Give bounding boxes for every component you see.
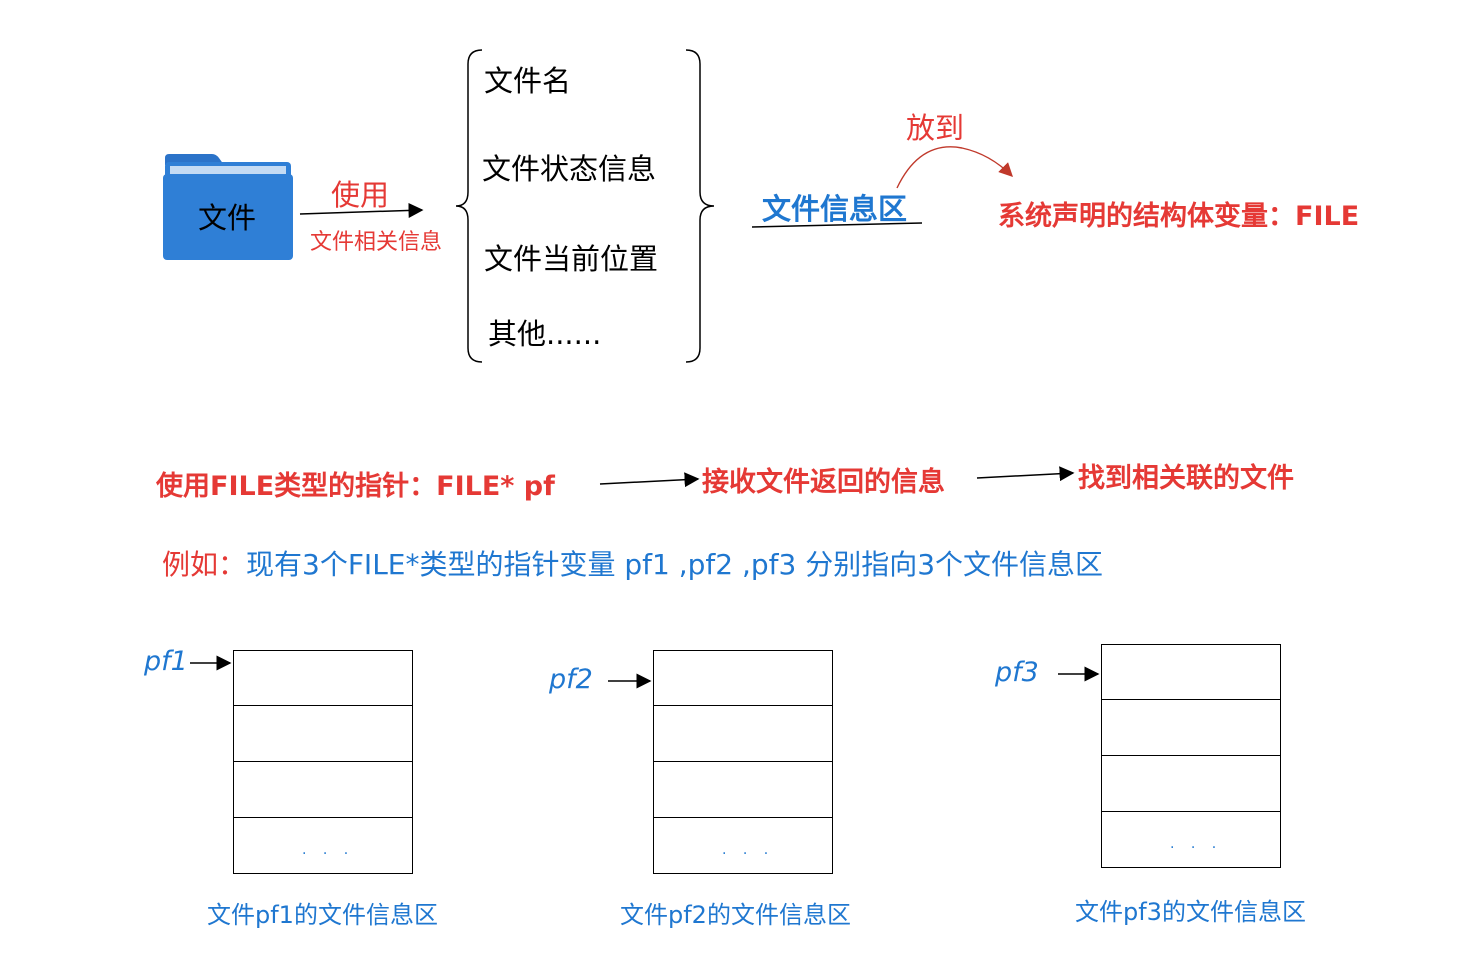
block3-row (1101, 644, 1281, 701)
pf2-label: pf2 (549, 664, 593, 695)
block3-dots: . . . (1170, 836, 1222, 852)
block2-caption: 文件pf2的文件信息区 (620, 895, 851, 930)
block3-row (1101, 699, 1281, 757)
block1-row (233, 650, 413, 707)
info-area-label: 文件信息区 (762, 186, 907, 228)
arrow-step1-step2 (600, 479, 698, 484)
block2-row (653, 761, 833, 819)
pf3-label: pf3 (995, 657, 1039, 688)
left-brace (456, 50, 482, 362)
block1-row (233, 761, 413, 819)
example-line: 例如：现有3个FILE*类型的指针变量 pf1 ,pf2 ,pf3 分别指向3个… (162, 543, 1103, 583)
arrow-step2-step3 (977, 473, 1073, 478)
place-label: 放到 (906, 105, 964, 147)
info-item-position: 文件当前位置 (484, 236, 658, 278)
block2-row (653, 705, 833, 763)
example-text: 现有3个FILE*类型的指针变量 pf1 ,pf2 ,pf3 分别指向3个文件信… (246, 548, 1103, 581)
file-info-label: 文件相关信息 (310, 224, 442, 256)
pointer-step1: 使用FILE类型的指针：FILE* pf (156, 464, 555, 503)
block3-row (1101, 755, 1281, 813)
info-item-other: 其他...... (488, 311, 601, 353)
block3-caption: 文件pf3的文件信息区 (1075, 892, 1306, 927)
pointer-step3: 找到相关联的文件 (1078, 456, 1294, 495)
block1-row (233, 705, 413, 763)
use-label: 使用 (331, 172, 389, 214)
info-item-status: 文件状态信息 (482, 146, 656, 188)
block2-dots: . . . (722, 842, 774, 858)
pf1-label: pf1 (144, 646, 188, 677)
struct-target-label: 系统声明的结构体变量：FILE (998, 194, 1359, 233)
info-item-filename: 文件名 (484, 58, 571, 100)
place-arrow (897, 147, 1012, 188)
block1-caption: 文件pf1的文件信息区 (207, 895, 438, 930)
right-brace (686, 50, 714, 362)
pointer-step2: 接收文件返回的信息 (702, 460, 945, 499)
block2-row (653, 650, 833, 707)
block1-dots: . . . (302, 842, 354, 858)
folder-label: 文件 (198, 195, 256, 237)
example-prefix: 例如： (162, 548, 246, 581)
